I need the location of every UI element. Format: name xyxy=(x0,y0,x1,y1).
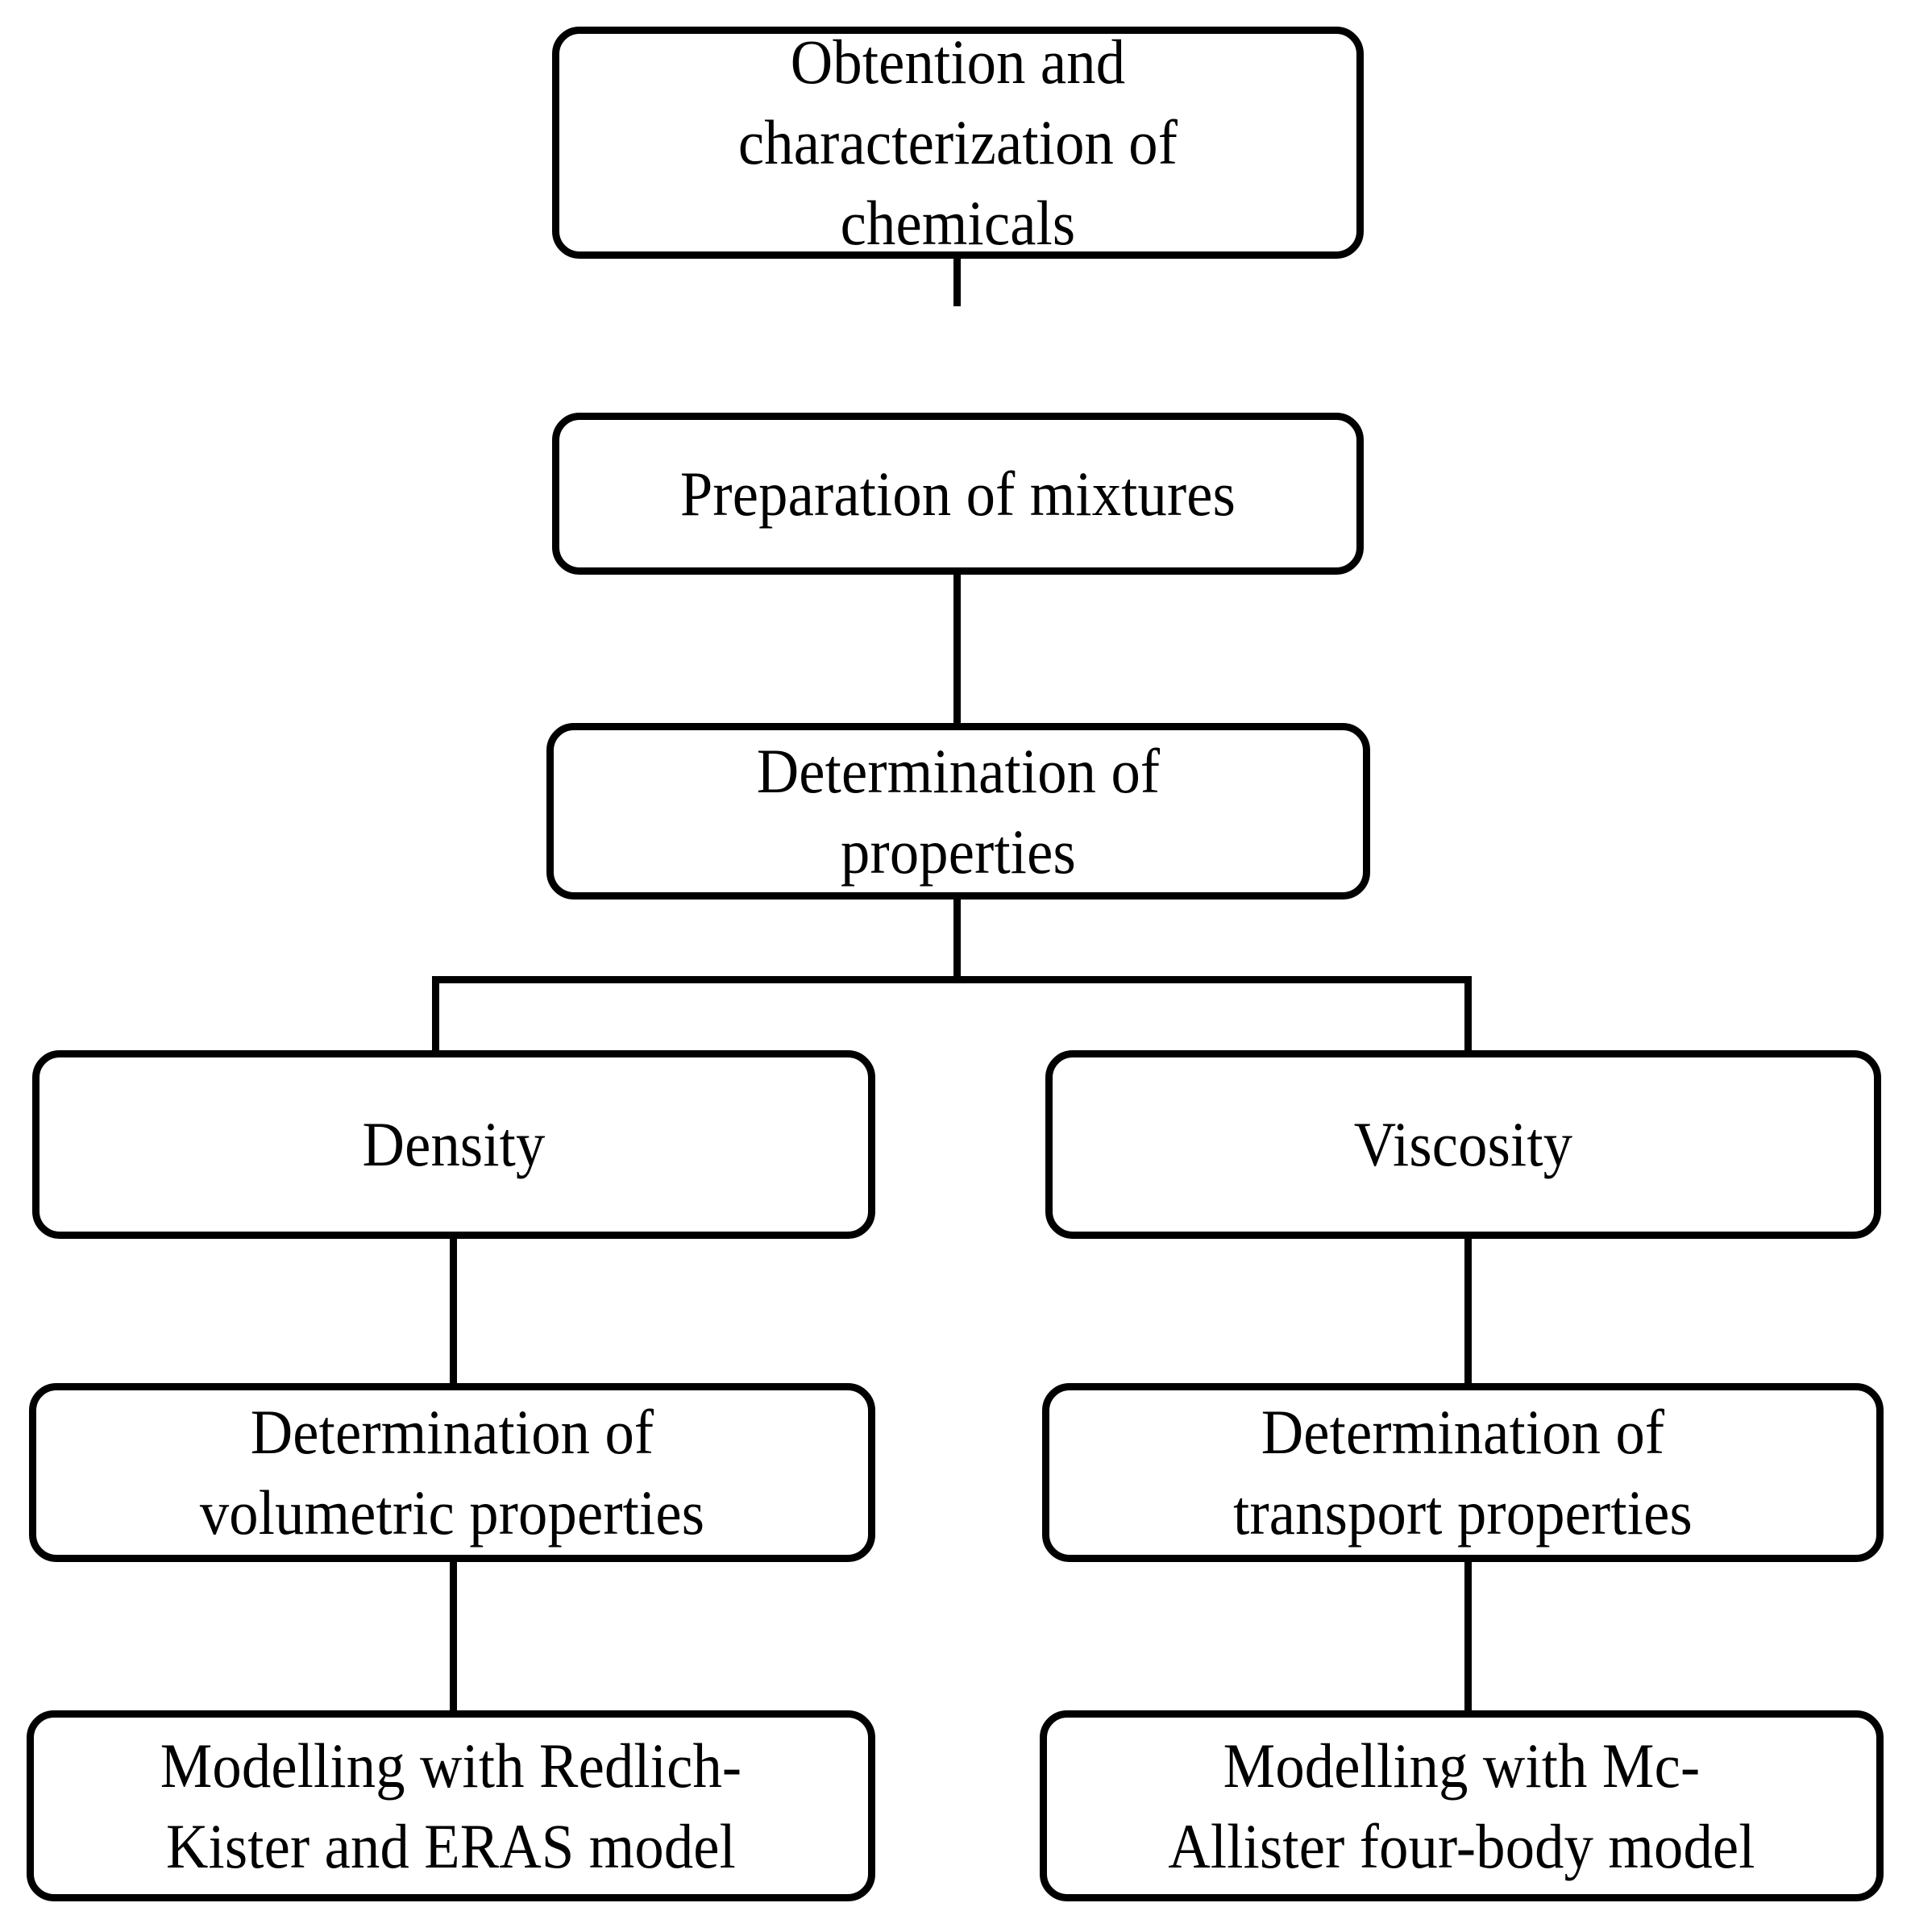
node-label: Preparation of mixtures xyxy=(679,458,1236,529)
node-modelling-mcallister-four-body[interactable]: Modelling with Mc- Allister four-body mo… xyxy=(1040,1710,1884,1901)
node-determination-volumetric-properties[interactable]: Determination of volumetric properties xyxy=(29,1383,875,1562)
connector-volumetric-to-redlich-kister xyxy=(450,1552,457,1721)
connector-properties-split-bar xyxy=(432,976,1472,983)
node-obtention-characterization-chemicals[interactable]: Obtention and characterization of chemic… xyxy=(552,27,1364,259)
connector-split-to-density xyxy=(432,976,439,1065)
node-label: Modelling with Mc- Allister four-body mo… xyxy=(1168,1730,1755,1881)
connector-viscosity-to-transport xyxy=(1464,1225,1472,1394)
connector-transport-to-mcallister xyxy=(1464,1552,1472,1721)
connector-chemicals-to-mixtures xyxy=(953,242,961,306)
node-label: Determination of properties xyxy=(756,735,1161,887)
node-label: Modelling with Redlich- Kister and ERAS … xyxy=(160,1730,742,1881)
node-label: Determination of volumetric properties xyxy=(199,1397,705,1548)
node-label: Density xyxy=(362,1109,546,1180)
node-label: Determination of transport properties xyxy=(1233,1397,1693,1548)
node-label: Viscosity xyxy=(1353,1109,1573,1180)
node-label: Obtention and characterization of chemic… xyxy=(737,27,1178,258)
connector-properties-stem xyxy=(953,879,961,983)
node-determination-of-properties[interactable]: Determination of properties xyxy=(546,723,1370,900)
connector-split-to-viscosity xyxy=(1464,976,1472,1065)
node-modelling-redlich-kister-eras[interactable]: Modelling with Redlich- Kister and ERAS … xyxy=(27,1710,875,1901)
node-determination-transport-properties[interactable]: Determination of transport properties xyxy=(1042,1383,1884,1562)
connector-mixtures-to-properties xyxy=(953,564,961,725)
node-viscosity[interactable]: Viscosity xyxy=(1045,1050,1881,1239)
connector-density-to-volumetric xyxy=(450,1225,457,1394)
node-density[interactable]: Density xyxy=(32,1050,875,1239)
node-preparation-of-mixtures[interactable]: Preparation of mixtures xyxy=(552,413,1364,575)
